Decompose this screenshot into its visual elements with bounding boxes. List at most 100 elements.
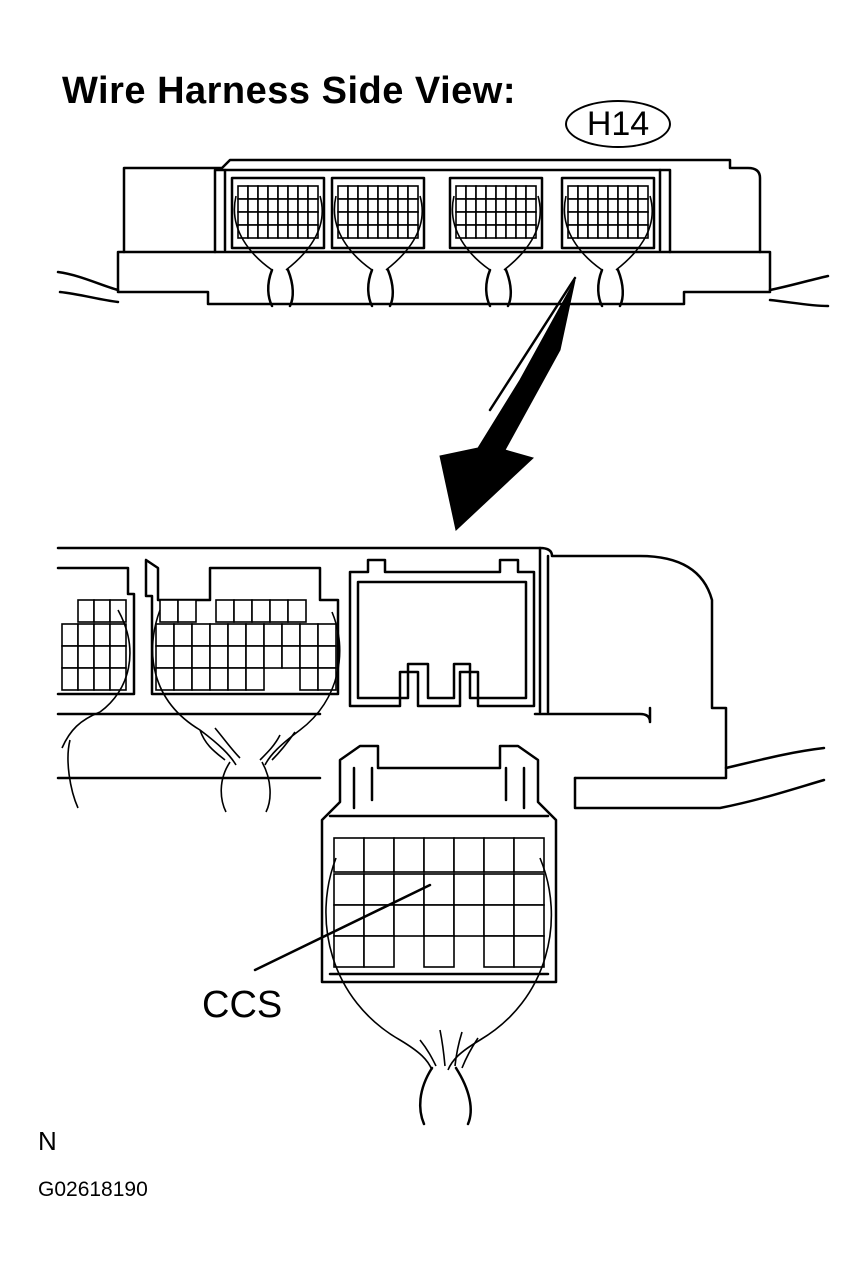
pin-cell — [587, 198, 599, 213]
pin-cell — [367, 185, 379, 200]
pin-cell — [377, 211, 389, 226]
pin-cell — [251, 599, 271, 623]
pin-cell — [299, 623, 319, 647]
pin-cell — [257, 224, 269, 239]
pin-cell — [637, 211, 649, 226]
pin-cell — [627, 211, 639, 226]
pin-cell — [423, 873, 455, 906]
pin-cell — [155, 645, 175, 669]
pin-cell — [307, 198, 319, 213]
pin-cell — [307, 185, 319, 200]
pin-cell — [587, 185, 599, 200]
top-wire-bundle — [485, 268, 512, 308]
pin-cell — [109, 623, 127, 647]
pin-cell — [281, 623, 301, 647]
top-connector-outline — [448, 176, 544, 250]
pin-cell — [387, 198, 399, 213]
plug-pin-grid — [333, 837, 545, 968]
top-wire-loop — [233, 195, 323, 271]
top-wire-bundle — [267, 268, 294, 308]
pin-cell — [525, 211, 537, 226]
pin-cell — [515, 224, 527, 239]
pin-cell — [357, 198, 369, 213]
pin-cell — [617, 198, 629, 213]
pin-cell — [173, 645, 193, 669]
pin-cell — [61, 623, 79, 647]
pin-cell — [237, 185, 249, 200]
pin-cell — [505, 224, 517, 239]
pin-cell — [173, 667, 193, 691]
pin-cell — [277, 211, 289, 226]
pin-cell — [387, 185, 399, 200]
pin-cell — [367, 224, 379, 239]
pin-cell — [607, 185, 619, 200]
pin-cell — [465, 211, 477, 226]
pin-cell — [505, 185, 517, 200]
pin-cell — [173, 623, 193, 647]
pin-cell — [475, 211, 487, 226]
pin-cell — [607, 211, 619, 226]
pin-cell — [637, 185, 649, 200]
pin-cell — [233, 599, 253, 623]
pin-cell — [227, 645, 247, 669]
pin-cell — [423, 935, 455, 968]
pin-cell — [525, 185, 537, 200]
pin-cell — [177, 599, 197, 623]
pin-cell — [93, 667, 111, 691]
pin-cell — [393, 904, 425, 937]
pin-cell — [247, 198, 259, 213]
pin-cell — [245, 645, 265, 669]
pin-cell — [155, 667, 175, 691]
pin-cell — [299, 667, 319, 691]
pin-cell — [269, 599, 289, 623]
pin-cell — [363, 935, 395, 968]
pin-cell — [513, 837, 545, 873]
top-wire-bundle — [367, 268, 394, 308]
pin-cell — [267, 198, 279, 213]
pin-cell — [407, 198, 419, 213]
pin-cell — [297, 224, 309, 239]
pin-cell — [245, 623, 265, 647]
pin-cell — [377, 224, 389, 239]
pin-cell — [407, 185, 419, 200]
pin-cell — [515, 211, 527, 226]
pin-cell — [495, 185, 507, 200]
pin-cell — [297, 185, 309, 200]
pin-cell — [191, 645, 211, 669]
pin-cell — [333, 935, 365, 968]
pin-cell — [377, 198, 389, 213]
top-connector-outline — [230, 176, 326, 250]
pin-cell — [299, 645, 319, 669]
pin-cell — [577, 185, 589, 200]
mag-connector-1-grid — [61, 599, 127, 691]
pin-cell — [627, 224, 639, 239]
pin-cell — [357, 185, 369, 200]
pin-cell — [281, 645, 301, 669]
pin-cell — [347, 198, 359, 213]
pin-cell — [317, 623, 337, 647]
pin-cell — [485, 211, 497, 226]
pin-cell — [317, 645, 337, 669]
pin-cell — [397, 224, 409, 239]
pin-cell — [587, 211, 599, 226]
pin-cell — [567, 211, 579, 226]
pin-cell — [397, 198, 409, 213]
figure-id: G02618190 — [38, 1178, 148, 1201]
pin-cell — [61, 667, 79, 691]
orientation-mark: N — [38, 1126, 57, 1156]
pin-cell — [577, 198, 589, 213]
pin-cell — [387, 211, 399, 226]
pin-cell — [465, 185, 477, 200]
pin-cell — [257, 185, 269, 200]
pin-cell — [397, 185, 409, 200]
pin-cell — [307, 211, 319, 226]
pin-cell — [237, 198, 249, 213]
pin-cell — [367, 211, 379, 226]
pin-cell — [227, 667, 247, 691]
pin-cell — [465, 198, 477, 213]
pin-cell — [627, 198, 639, 213]
pin-cell — [515, 185, 527, 200]
pin-cell — [263, 623, 283, 647]
pin-cell — [397, 211, 409, 226]
